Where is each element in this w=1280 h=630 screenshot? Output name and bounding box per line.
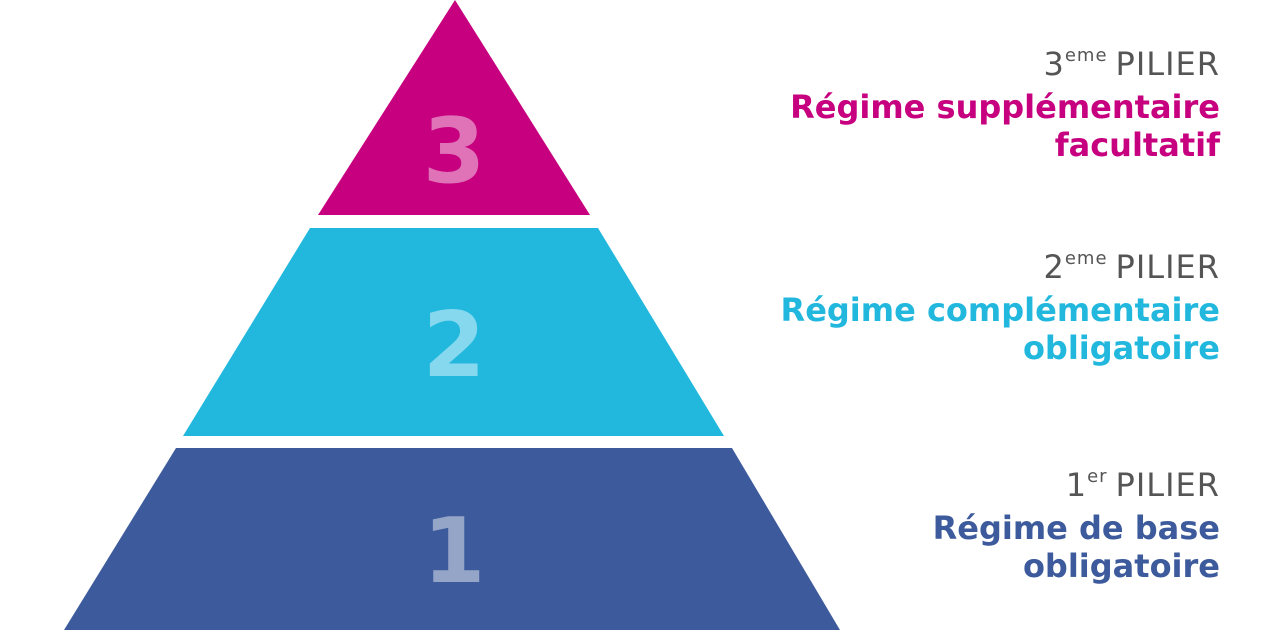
pillar-3-ordinal-suffix: eme bbox=[1064, 45, 1108, 66]
pillar-1-title-text: PILIER bbox=[1115, 466, 1220, 504]
tier-number-1: 1 bbox=[423, 499, 486, 604]
pillar-1-name: Régime de base obligatoire bbox=[932, 509, 1220, 585]
pillar-1-ordinal-suffix: er bbox=[1087, 466, 1108, 487]
pillar-2-title-text: PILIER bbox=[1115, 248, 1220, 286]
pillar-3-ordinal: 3 bbox=[1043, 45, 1065, 83]
pillar-3-name: Régime supplémentaire facultatif bbox=[790, 88, 1220, 164]
pillar-2-ordinal: 2 bbox=[1043, 248, 1065, 286]
tier-number-3: 3 bbox=[423, 99, 486, 204]
pillar-3-title: 3eme PILIER bbox=[740, 44, 1220, 84]
pillar-2-label: 2eme PILIER Régime complémentaire obligat… bbox=[740, 247, 1220, 367]
pillar-1-label: 1er PILIER Régime de base obligatoire bbox=[740, 465, 1220, 585]
pillar-2-name: Régime complémentaire obligatoire bbox=[780, 291, 1220, 367]
pyramid-tier-1 bbox=[64, 448, 840, 630]
pillar-2-title: 2eme PILIER bbox=[740, 247, 1220, 287]
pillar-2-ordinal-suffix: eme bbox=[1064, 248, 1108, 269]
pillar-1-title: 1er PILIER bbox=[740, 465, 1220, 505]
tier-number-2: 2 bbox=[423, 293, 486, 398]
pillar-1-ordinal: 1 bbox=[1065, 466, 1088, 504]
pyramid-tier-2 bbox=[183, 228, 724, 436]
pillar-3-label: 3eme PILIER Régime supplémentaire faculta… bbox=[740, 44, 1220, 164]
pillar-3-title-text: PILIER bbox=[1115, 45, 1220, 83]
pyramid-tier-3 bbox=[318, 0, 590, 215]
